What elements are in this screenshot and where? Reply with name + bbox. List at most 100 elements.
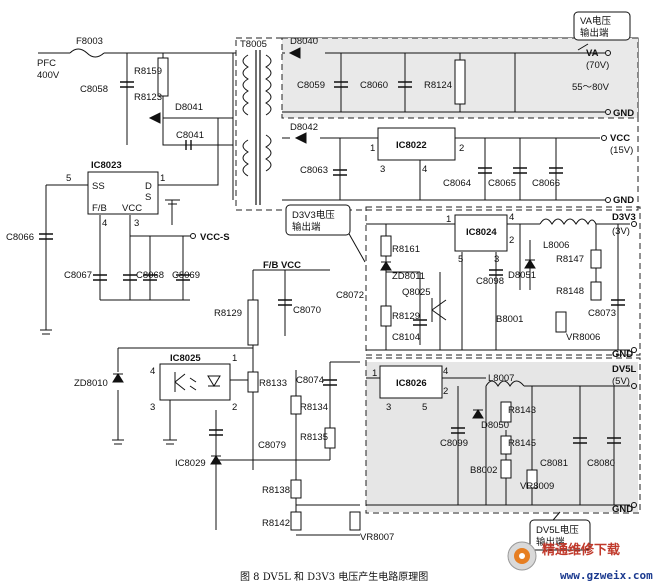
dv5l-value: (5V) xyxy=(612,376,630,387)
r8161-label: R8161 xyxy=(392,244,420,255)
b8001-label: B8001 xyxy=(496,314,523,325)
watermark-url: www.gzweix.com xyxy=(560,569,653,582)
ground-c8066 xyxy=(40,329,52,335)
resistor-r8147-symbol xyxy=(590,249,602,269)
gnd-dv5l: GND xyxy=(612,504,633,515)
ic8024-pin5: 5 xyxy=(458,254,463,265)
ic8022-pin2: 2 xyxy=(459,143,464,154)
ic8024-pin2: 2 xyxy=(509,235,514,246)
inductor-l8006-symbol xyxy=(539,218,597,226)
d3v3-rail: D3V3 xyxy=(612,212,636,223)
gnd-vcc: GND xyxy=(613,195,634,206)
va-rail: VA xyxy=(586,48,599,59)
ic8023-vcc: VCC xyxy=(122,203,142,214)
va-callout-pointer xyxy=(577,43,589,51)
fuse-symbol xyxy=(69,48,105,58)
dv5l-callout-line2: 输出端 xyxy=(536,536,565,548)
vr8007-symbol xyxy=(349,511,361,531)
c8067-label: C8067 xyxy=(64,270,92,281)
vr8006-symbol xyxy=(555,311,567,333)
ic8023-fb: F/B xyxy=(92,203,107,214)
r8123-label: R8123 xyxy=(134,92,162,103)
d8042-label: D8042 xyxy=(290,122,318,133)
pfc-label: PFC xyxy=(37,58,56,69)
dv5l-callout: DV5L电压 输出端 xyxy=(529,519,591,551)
c8041-label: C8041 xyxy=(176,130,204,141)
resistor-r8124-symbol xyxy=(454,59,466,105)
r8129-label: R8129 xyxy=(214,308,242,319)
vcc-value: (15V) xyxy=(610,145,633,156)
ic8023-pin1: 1 xyxy=(160,173,165,184)
c8068-label: C8068 xyxy=(136,270,164,281)
ic8023-pin4: 4 xyxy=(102,218,107,229)
gnd-d3v3: GND xyxy=(612,349,633,360)
ic8023-d: D xyxy=(145,181,152,192)
ic8022-body xyxy=(377,127,456,161)
c8059-label: C8059 xyxy=(297,80,325,91)
c8073-label: C8073 xyxy=(588,308,616,319)
va-callout: VA电压 输出端 xyxy=(573,11,631,41)
c8064-label: C8064 xyxy=(443,178,471,189)
c8063-label: C8063 xyxy=(300,165,328,176)
ic8024-pin3: 3 xyxy=(494,254,499,265)
watermark-logo xyxy=(507,541,537,571)
ic8024-label: IC8024 xyxy=(466,227,497,238)
ground-zd8010 xyxy=(112,439,124,445)
ic8026-pin1: 1 xyxy=(372,368,377,379)
resistor-r8142-symbol xyxy=(290,511,302,531)
c8058-label: C8058 xyxy=(80,84,108,95)
ic8023-pin5: 5 xyxy=(66,173,71,184)
resistor-r8129b-symbol xyxy=(380,305,392,327)
r8138-label: R8138 xyxy=(262,485,290,496)
ic8025-pin2: 2 xyxy=(232,402,237,413)
vr8007-label: VR8007 xyxy=(360,532,394,543)
resistor-r8148-symbol xyxy=(590,281,602,301)
c8104-label: C8104 xyxy=(392,332,420,343)
ic8026-pin5: 5 xyxy=(422,402,427,413)
ic8024-pin1: 1 xyxy=(446,214,451,225)
ic8022-pin1: 1 xyxy=(370,143,375,154)
q8025-symbol xyxy=(431,298,447,322)
resistor-r8134-symbol xyxy=(290,395,302,415)
ic8026-body xyxy=(379,365,443,399)
ic8026-pin2: 2 xyxy=(443,386,448,397)
r8143-label: R8143 xyxy=(508,405,536,416)
c8066b-label: C8066 xyxy=(532,178,560,189)
resistor-b8002-symbol xyxy=(500,459,512,479)
q8025-label: Q8025 xyxy=(402,287,431,298)
resistor-r8145-symbol xyxy=(500,435,512,455)
d3v3-value: (3V) xyxy=(612,226,630,237)
c8066-label: C8066 xyxy=(6,232,34,243)
d3v3-callout: D3V3电压 输出端 xyxy=(285,204,351,236)
c8060-label: C8060 xyxy=(360,80,388,91)
resistor-r8143-symbol xyxy=(500,401,512,423)
l8006-label: L8006 xyxy=(543,240,569,251)
d8040-label: D8040 xyxy=(290,36,318,47)
ic8026-pin3: 3 xyxy=(386,402,391,413)
d3v3-callout-line2: 输出端 xyxy=(292,221,321,233)
ic8023-label: IC8023 xyxy=(91,160,122,171)
resistor-r8135-symbol xyxy=(324,427,336,449)
ic8026-pin4: 4 xyxy=(443,366,448,377)
capacitor-symbols xyxy=(39,81,625,444)
va-nominal: (70V) xyxy=(586,60,609,71)
resistor-r8129-symbol xyxy=(247,299,259,346)
ic8023-pin3: 3 xyxy=(134,218,139,229)
vcc-rail: VCC xyxy=(610,133,630,144)
transformer-label: T8005 xyxy=(240,39,267,50)
watermark-text: 精通维修下载 xyxy=(542,542,620,558)
ic8025-pin1: 1 xyxy=(232,353,237,364)
ic8023-ss: SS xyxy=(92,181,105,192)
d3v3-callout-line1: D3V3电压 xyxy=(292,209,335,221)
va-range: 55～80V xyxy=(572,82,610,93)
d8050-label: D8050 xyxy=(481,420,509,431)
optocoupler-light xyxy=(189,377,197,391)
ic8025-body xyxy=(159,363,231,401)
zd8010-label: ZD8010 xyxy=(74,378,108,389)
inductor-l8007-symbol xyxy=(485,380,525,387)
resistor-r8138-symbol xyxy=(290,479,302,499)
c8079-label: C8079 xyxy=(258,440,286,451)
c8070-label: C8070 xyxy=(293,305,321,316)
ic8022-pin3: 3 xyxy=(380,164,385,175)
resistor-r8161-symbol xyxy=(380,235,392,257)
